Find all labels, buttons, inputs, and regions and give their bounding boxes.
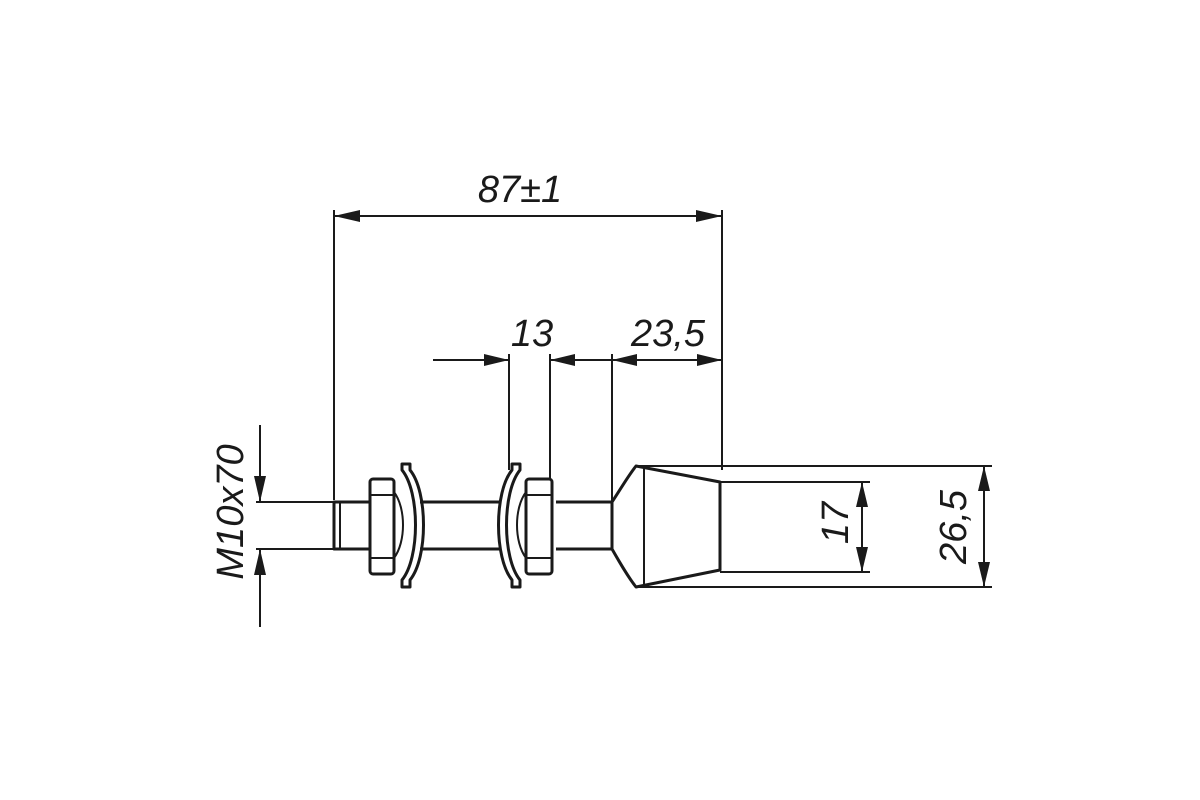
inner-diameter-label: 17 <box>815 500 857 544</box>
dimension-overall-length: 87±1 <box>333 169 723 500</box>
left-nut <box>368 477 396 576</box>
dimension-outer-diameter: 26,5 <box>636 465 992 588</box>
middle-nut <box>524 477 554 576</box>
left-spring-washer <box>393 462 425 589</box>
gap-label: 13 <box>511 313 553 355</box>
dimension-inner-diameter: 17 <box>720 481 870 573</box>
overall-length-label: 87±1 <box>478 169 562 211</box>
thread-label: M10x70 <box>210 444 252 579</box>
dimension-gap: 13 <box>433 313 612 480</box>
bolt <box>332 462 722 589</box>
bolt-head <box>610 464 722 589</box>
head-offset-label: 23,5 <box>630 313 706 355</box>
dimension-thread: M10x70 <box>210 425 334 627</box>
middle-spring-washer <box>497 462 527 589</box>
outer-diameter-label: 26,5 <box>933 489 975 565</box>
dimension-head-offset: 23,5 <box>611 313 722 504</box>
